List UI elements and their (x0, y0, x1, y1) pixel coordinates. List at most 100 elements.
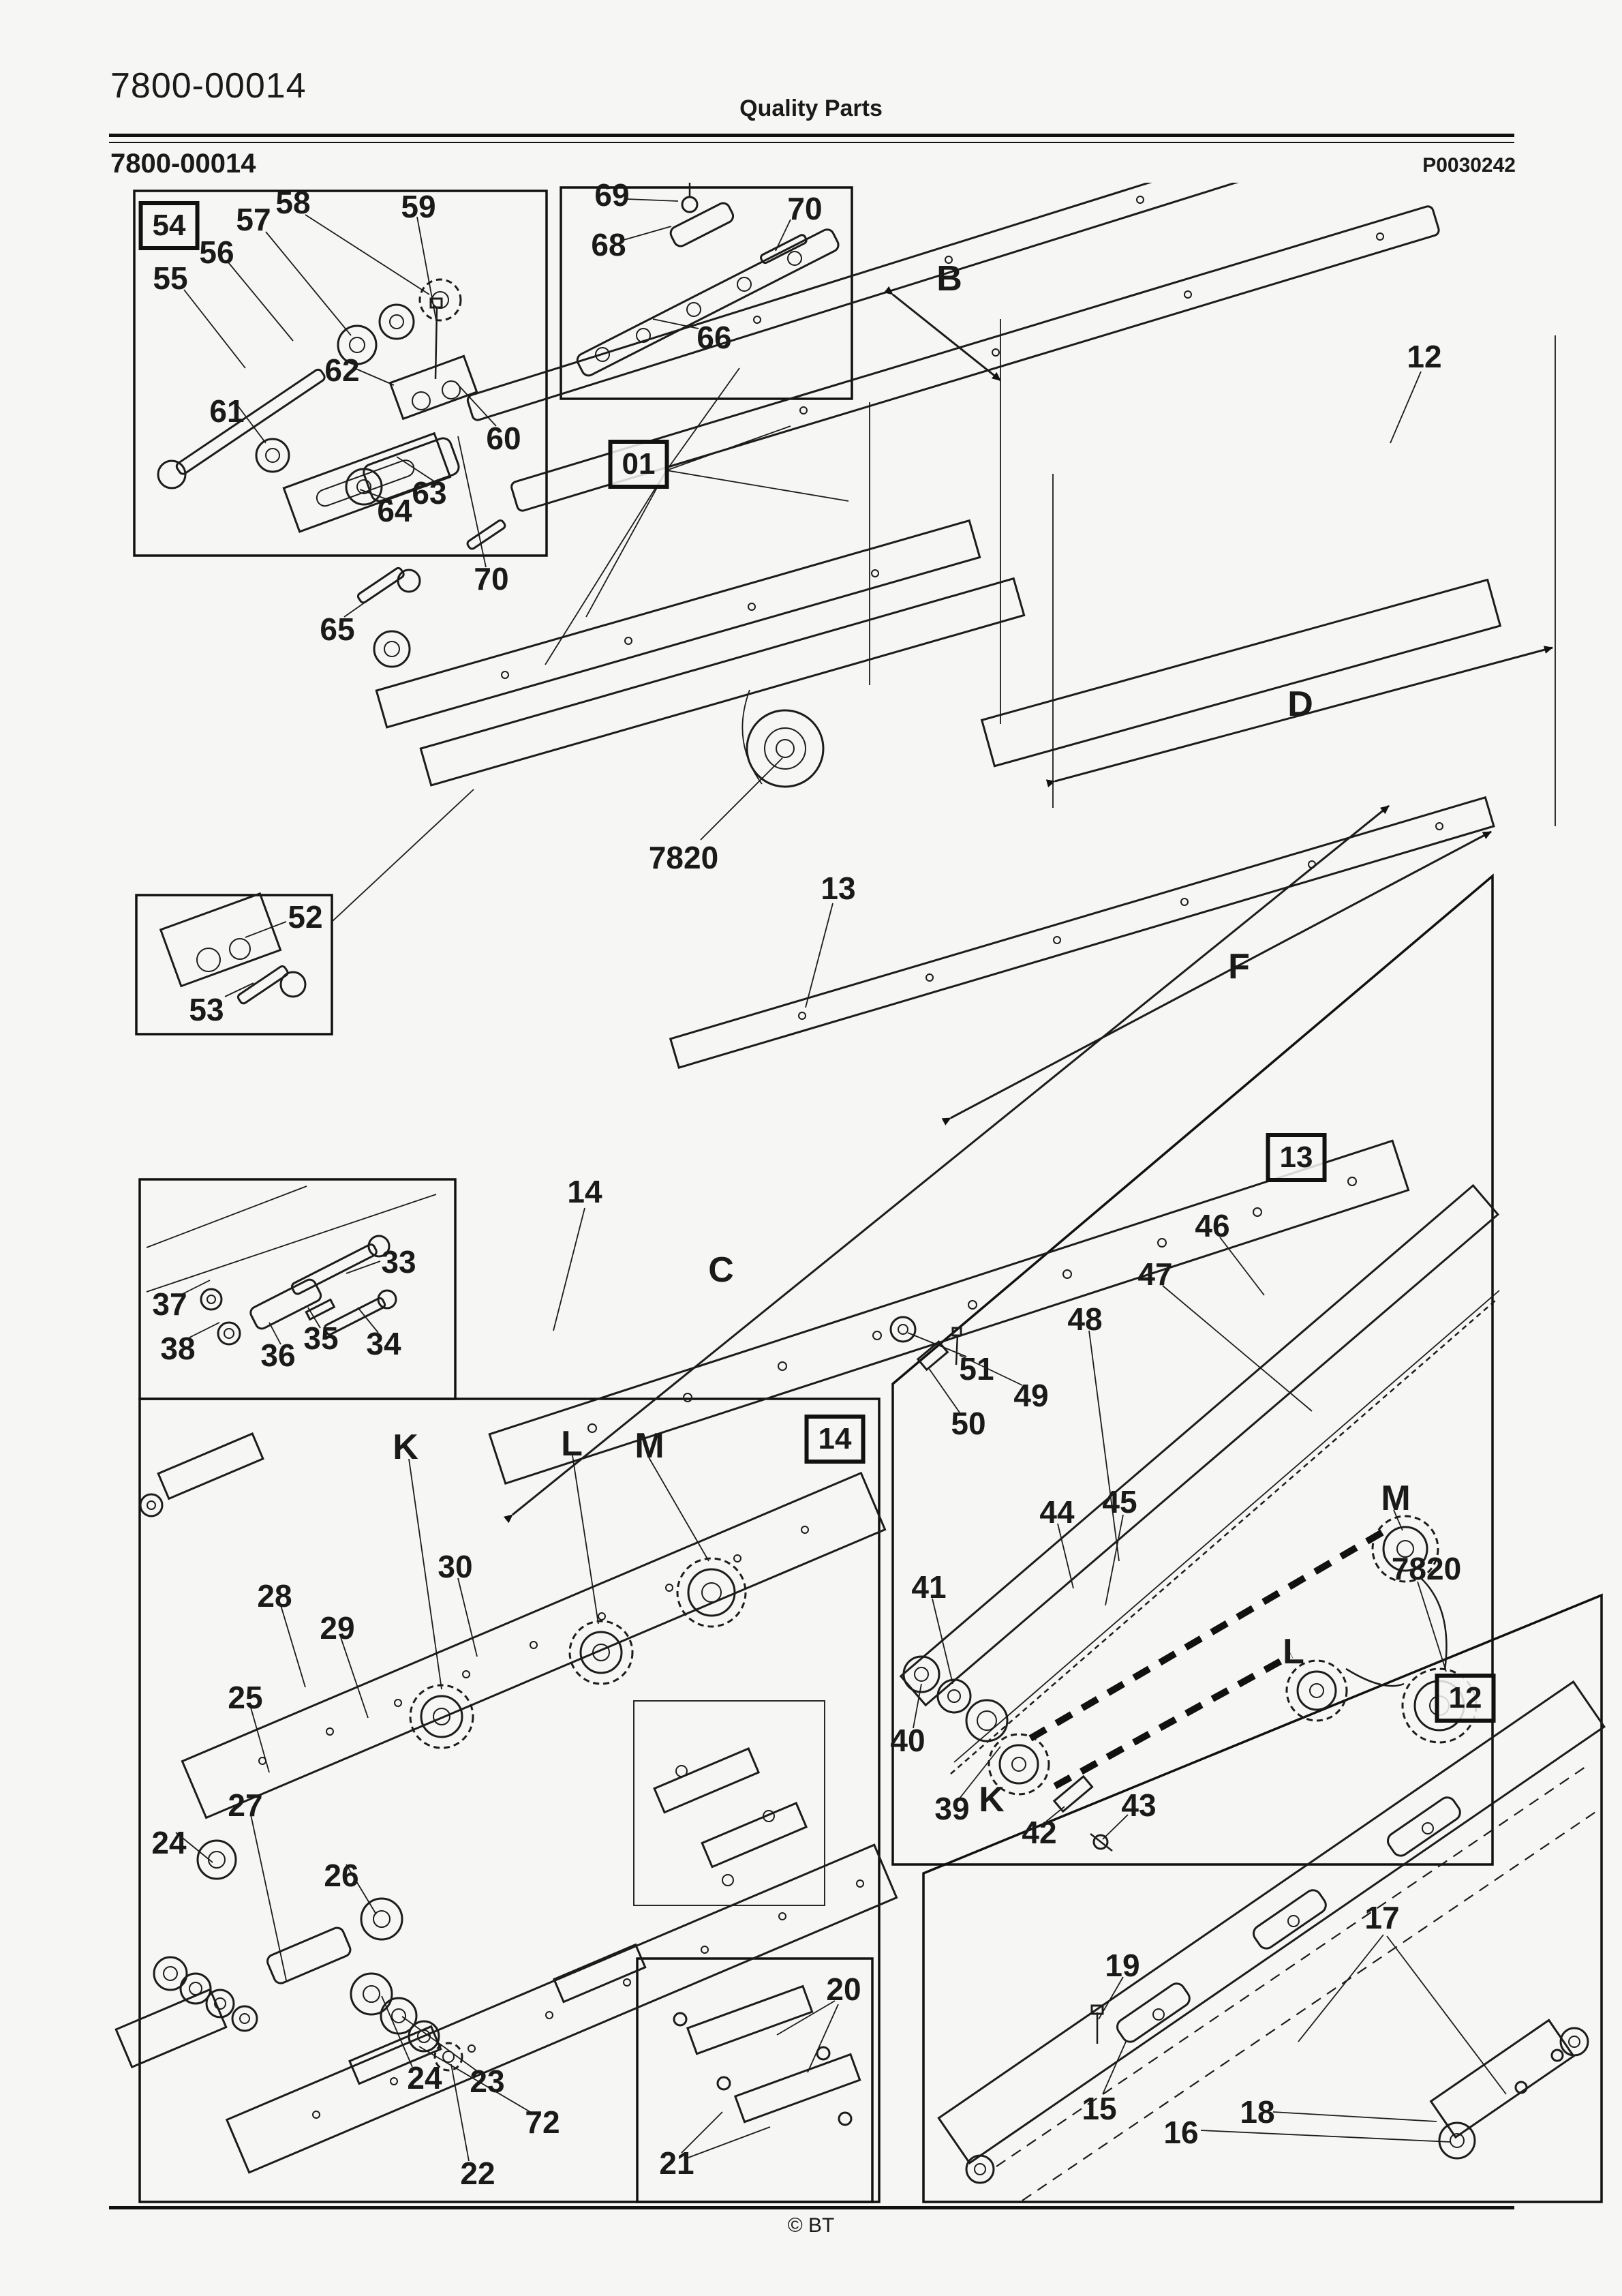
part-label-53-21: 53 (189, 992, 224, 1027)
part-label-38-24: 38 (160, 1331, 196, 1366)
part-label-55-0: 55 (153, 260, 188, 296)
part-label-62-7: 62 (324, 352, 360, 388)
bolt-65 (356, 567, 421, 604)
block-64 (282, 432, 452, 533)
cylinder-63 (345, 437, 460, 506)
pin-70-upper (760, 234, 808, 265)
footer-rule (109, 2206, 1514, 2209)
part-label-57-2: 57 (236, 202, 271, 237)
bolt-69 (681, 183, 699, 213)
view-label-L-8: L (1283, 1632, 1304, 1672)
part-label-42-53: 42 (1022, 1815, 1057, 1850)
header-rule-thin (109, 142, 1514, 143)
rail-assembly-01 (373, 519, 1026, 787)
document-number: 7800-00014 (110, 66, 307, 106)
chain-links-12 (1116, 1796, 1461, 2043)
part-label-30-28: 30 (438, 1549, 473, 1584)
block-52 (159, 892, 282, 988)
part-label-24-33: 24 (151, 1825, 187, 1860)
part-label-24-35: 24 (407, 2060, 442, 2096)
view-label-D-1: D (1287, 684, 1313, 724)
sprocket-M-inner (676, 1557, 747, 1628)
link-68 (669, 202, 735, 247)
part-label-39-52: 39 (934, 1791, 970, 1826)
part-label-44-48: 44 (1039, 1494, 1075, 1530)
footer-copyright: © BT (787, 2214, 835, 2237)
bolt-53 (236, 965, 307, 1005)
part-label-65-10: 65 (320, 611, 355, 647)
part-label-29-30: 29 (320, 1610, 355, 1646)
view-label-F-2: F (1228, 947, 1250, 986)
part-label-13-18: 13 (821, 871, 856, 906)
part-label-47-42: 47 (1137, 1256, 1173, 1292)
part-label-25-31: 25 (228, 1680, 263, 1715)
part-label-48-43: 48 (1067, 1301, 1103, 1337)
part-label-41-50: 41 (911, 1569, 947, 1605)
washer-stack-22-24 (350, 1972, 463, 2072)
part-label-33-22: 33 (381, 1244, 416, 1280)
sprocket-L-chain (1285, 1659, 1348, 1722)
view-label-B-0: B (936, 259, 962, 299)
drawing-number: 7800-00014 (110, 149, 256, 179)
part-label-66-15: 66 (697, 320, 732, 355)
part-label-59-4: 59 (401, 189, 436, 224)
page-title: Quality Parts (739, 95, 883, 121)
bushing-42-pin-43 (1052, 1774, 1113, 1852)
part-label-18-59: 18 (1240, 2094, 1275, 2130)
part-label-64-9: 64 (377, 493, 412, 528)
part-label-69-12: 69 (594, 177, 630, 213)
part-label-49-45: 49 (1013, 1378, 1049, 1413)
part-label-70-14: 70 (787, 191, 823, 226)
part-label-7820-17: 7820 (648, 840, 719, 875)
header-rule (109, 134, 1514, 137)
view-label-M-6: M (634, 1426, 664, 1466)
part-label-12-16: 12 (1407, 339, 1442, 374)
part-label-63-8: 63 (412, 475, 447, 511)
part-label-37-23: 37 (152, 1286, 187, 1322)
inset-box-54 (133, 190, 548, 557)
drive-chain (1028, 1529, 1448, 1789)
view-label-K-4: K (393, 1428, 418, 1467)
clamp-plates-20-21 (673, 1984, 861, 2126)
channel-15 (937, 1680, 1606, 2201)
part-label-20-39: 20 (826, 1972, 861, 2007)
roller-26 (360, 1897, 403, 1941)
part-label-28-29: 28 (257, 1578, 292, 1614)
part-label-51-44: 51 (959, 1351, 994, 1387)
part-label-17-56: 17 (1364, 1900, 1400, 1935)
part-label-70-11: 70 (474, 561, 509, 596)
washers-56-57-gear-58 (337, 278, 462, 365)
washer-stack-left (114, 1956, 258, 2069)
boxed-label-54-0: 54 (138, 201, 200, 250)
part-label-26-34: 26 (324, 1858, 359, 1893)
part-label-21-40: 21 (659, 2145, 694, 2181)
part-label-68-13: 68 (591, 227, 626, 262)
top-left-bracket (139, 1432, 264, 1517)
part-label-19-55: 19 (1105, 1948, 1140, 1983)
view-label-L-5: L (561, 1424, 583, 1464)
dimension-arrows (503, 286, 1556, 1524)
part-label-52-20: 52 (288, 899, 323, 935)
stud-27 (266, 1927, 352, 1984)
part-label-45-49: 45 (1102, 1484, 1137, 1520)
carriage-panel-lower (225, 1843, 898, 2174)
pulley-7820 (741, 689, 825, 788)
part-label-60-5: 60 (486, 421, 521, 456)
part-label-56-1: 56 (199, 235, 234, 270)
part-label-36-25: 36 (260, 1338, 296, 1373)
view-label-C-3: C (708, 1250, 734, 1290)
part-label-72-37: 72 (525, 2104, 560, 2140)
part-label-16-58: 16 (1163, 2115, 1199, 2150)
chain-anchor-66 (576, 228, 840, 377)
part-label-40-51: 40 (890, 1723, 925, 1758)
part-label-46-41: 46 (1195, 1208, 1230, 1243)
plate-code: P0030242 (1422, 154, 1516, 177)
part-label-23-36: 23 (470, 2064, 505, 2099)
part-label-61-6: 61 (209, 393, 245, 429)
roller-61 (255, 438, 290, 473)
part-label-14-19: 14 (567, 1174, 602, 1209)
part-label-35-26: 35 (303, 1320, 339, 1356)
